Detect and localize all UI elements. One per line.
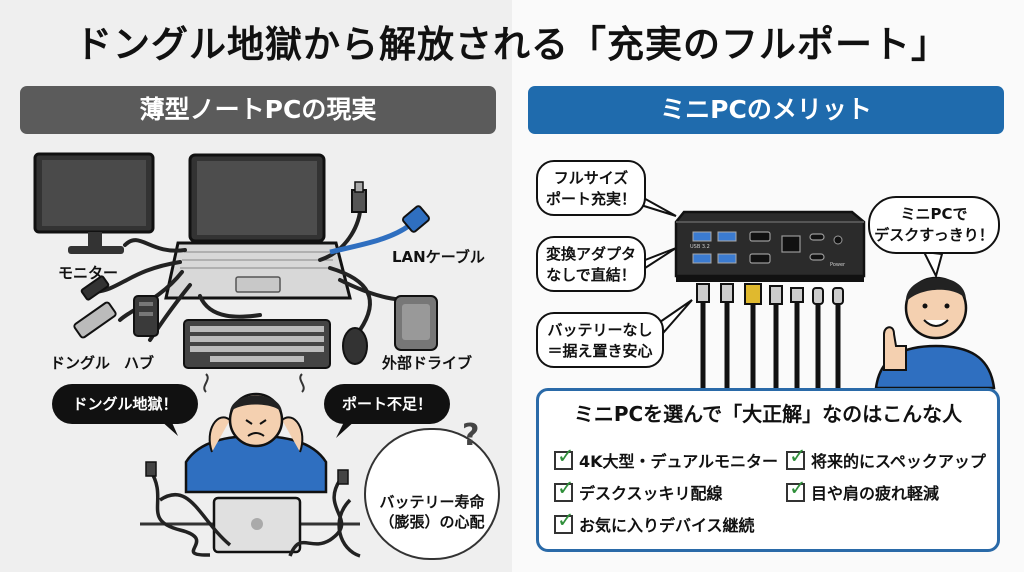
question-mark-icon: ? <box>462 418 480 453</box>
bubble-direct-connect: 変換アダプタ なしで直結！ <box>536 236 646 292</box>
check-item-label: 4K大型・デュアルモニター <box>579 452 779 471</box>
hdd-icon <box>394 295 438 351</box>
page-title: ドングル地獄から解放される「充実のフルポート」 <box>75 23 949 66</box>
bubble-no-battery: バッテリーなし ＝据え置き安心 <box>536 312 664 368</box>
check-item-dual-monitor: ✓ 4K大型・デュアルモニター <box>554 444 779 472</box>
bubble-clean-line-1: ミニPCで <box>900 205 968 223</box>
bubble-no-battery-line-1: バッテリーなし <box>547 321 653 339</box>
bubble-clean-line-2: デスクすっきり！ <box>874 226 994 244</box>
check-item-less-fatigue: ✓ 目や肩の疲れ軽減 <box>786 476 940 504</box>
battery-card <box>364 428 500 560</box>
laptop-small-icon <box>212 496 302 554</box>
usb-dongle-icon <box>73 275 117 339</box>
checkbox-icon: ✓ <box>554 476 575 502</box>
checkbox-icon: ✓ <box>554 508 575 534</box>
bubble-no-battery-line-2: ＝据え置き安心 <box>547 342 653 360</box>
bubble-full-size-ports: フルサイズ ポート充実！ <box>536 160 646 216</box>
label-dongle: ドングル <box>50 354 111 372</box>
check-item-keep-devices: ✓ お気に入りデバイス継続 <box>554 508 755 536</box>
bubble-clean-desk: ミニPCで デスクすっきり！ <box>868 196 1000 254</box>
bubble-dongle-hell: ドングル地獄！ <box>52 384 198 424</box>
recommendation-title: ミニPCを選んで「大正解」なのはこんな人 <box>573 402 963 426</box>
battery-worry-text: バッテリー寿命 （膨張）の心配 <box>364 492 500 532</box>
power-port-label: Power <box>830 262 846 268</box>
bubble-direct-line-1: 変換アダプタ <box>545 245 636 263</box>
laptop-icon <box>164 153 352 300</box>
checkbox-icon: ✓ <box>786 476 807 502</box>
monitor-icon <box>33 152 155 254</box>
label-monitor: モニター <box>58 264 119 282</box>
check-item-clean-wiring: ✓ デスクスッキリ配線 <box>554 476 723 504</box>
left-panel-header: 薄型ノートPCの現実 <box>20 86 496 134</box>
mini-pc-icon <box>674 210 866 282</box>
check-item-label: デスクスッキリ配線 <box>579 484 723 503</box>
battery-line-1: バッテリー寿命 <box>379 493 485 511</box>
label-hub: ハブ <box>124 354 155 372</box>
happy-person-icon <box>874 276 996 390</box>
lan-cable-icon <box>402 205 430 233</box>
stressed-person-icon <box>184 373 328 494</box>
usb-port-label: USB 3.2 <box>690 244 710 250</box>
right-panel-header: ミニPCのメリット <box>528 86 1004 134</box>
bubble-full-size-line-1: フルサイズ <box>553 169 629 187</box>
keyboard-icon <box>183 319 331 369</box>
label-external-drive: 外部ドライブ <box>382 354 473 372</box>
label-lan-cable: LANケーブル <box>392 248 485 266</box>
recommendation-box <box>536 388 1000 552</box>
check-item-upgrade: ✓ 将来的にスペックアップ <box>786 444 986 472</box>
check-item-label: 将来的にスペックアップ <box>811 452 986 471</box>
bubble-port-shortage: ポート不足！ <box>324 384 450 424</box>
hub-icon <box>133 295 159 337</box>
checkbox-icon: ✓ <box>554 444 575 470</box>
cable-connectors-icon <box>700 300 841 388</box>
mouse-icon <box>342 327 368 365</box>
bubble-direct-line-2: なしで直結！ <box>546 266 636 284</box>
check-item-label: お気に入りデバイス継続 <box>579 516 755 535</box>
bubble-full-size-line-2: ポート充実！ <box>545 190 636 208</box>
check-item-label: 目や肩の疲れ軽減 <box>811 484 940 503</box>
battery-line-2: （膨張）の心配 <box>379 513 485 531</box>
checkbox-icon: ✓ <box>786 444 807 470</box>
